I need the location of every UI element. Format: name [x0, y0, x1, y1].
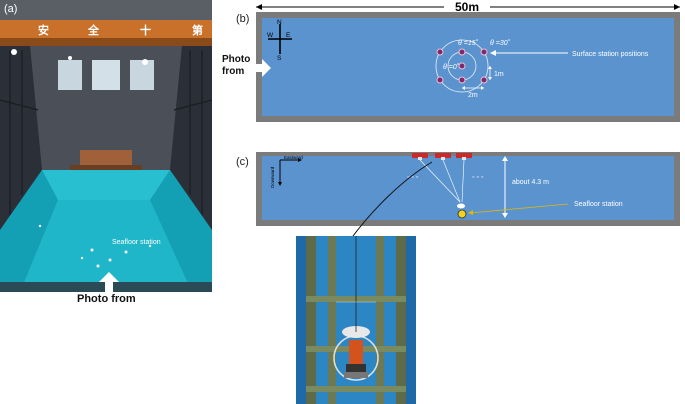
seafloor-station-label-a: Seafloor station: [112, 239, 161, 246]
right-arrow-icon: [251, 59, 271, 77]
seafloor-station-photo: [296, 236, 416, 404]
compass-s: S: [277, 55, 282, 62]
panel-b-label: (b): [236, 13, 250, 25]
photo-from-b-line2: from: [222, 66, 245, 77]
compass-icon: [268, 24, 292, 54]
seafloor-station-icon: [457, 203, 467, 219]
compass-e: E: [286, 32, 291, 39]
surface-station-markers: [436, 48, 488, 84]
panel-c-label: (c): [236, 156, 249, 168]
surface-buoys: [412, 153, 472, 160]
pool-width-label: 50m: [455, 0, 479, 14]
dots-left: ◦ ◦ ◦: [407, 174, 418, 181]
photo-from-b-line1: Photo: [222, 54, 251, 65]
banner-char-4: 第: [192, 23, 203, 37]
panel-a-photo: 安 全 十 第 Seafloor station: [0, 0, 213, 292]
banner-char-1: 安: [38, 23, 49, 37]
compass-n: N: [277, 19, 282, 26]
dots-right: ◦ ◦ ◦: [472, 174, 483, 181]
panel-b-diagram: 50m N S E W θ =15˚ θ =30˚ θ =0˚ 1m 2m Su…: [256, 0, 680, 122]
theta-15-label: θ =15˚: [458, 39, 479, 47]
distance-1m-label: 1m: [494, 71, 504, 78]
photo-from-caption-b: Photo from: [222, 54, 250, 78]
panel-a-label: (a): [4, 3, 18, 15]
surface-station-label: Surface station positions: [572, 51, 649, 58]
compass-w: W: [267, 32, 274, 39]
theta-30-label: θ =30˚: [490, 39, 511, 47]
pool-hall-photo: 安 全 十 第 Seafloor station: [0, 0, 213, 292]
banner-char-2: 全: [87, 23, 100, 37]
panel-c-diagram: Eastward Downward ◦ ◦ ◦ ◦ ◦ ◦ about 4.3 …: [256, 152, 680, 240]
downward-label: Downward: [270, 166, 275, 188]
seafloor-station-label-c: Seafloor station: [574, 201, 623, 208]
theta-0-label: θ =0˚: [443, 63, 460, 71]
up-arrow-icon: [99, 272, 119, 292]
distance-2m-label: 2m: [468, 92, 478, 99]
banner-char-3: 十: [140, 23, 151, 37]
eastward-label: Eastward: [284, 155, 303, 160]
depth-label: about 4.3 m: [512, 179, 549, 186]
photo-from-caption-a: Photo from: [77, 293, 136, 305]
